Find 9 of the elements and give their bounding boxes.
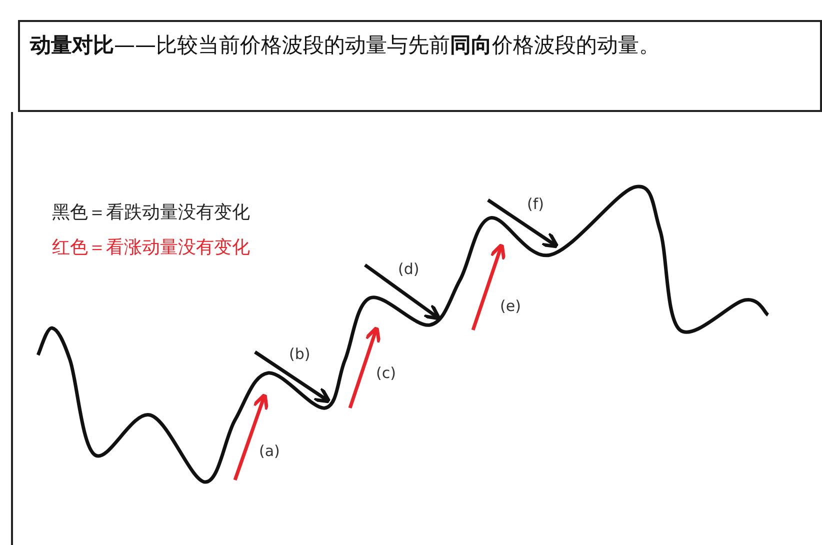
arrow-label: (a) [259,442,280,460]
arrow-label: (e) [500,297,521,315]
legend-text: 红色＝看涨动量没有变化 [52,236,250,259]
arrow-label: (d) [398,260,420,278]
arrow-label: (f) [527,195,544,213]
title: 动量对比——比较当前价格波段的动量与先前同向价格波段的动量。 [18,20,822,112]
legend-text: 黑色＝看跌动量没有变化 [52,201,250,224]
arrow-label: (b) [289,345,310,363]
arrow-label: (c) [376,364,396,382]
